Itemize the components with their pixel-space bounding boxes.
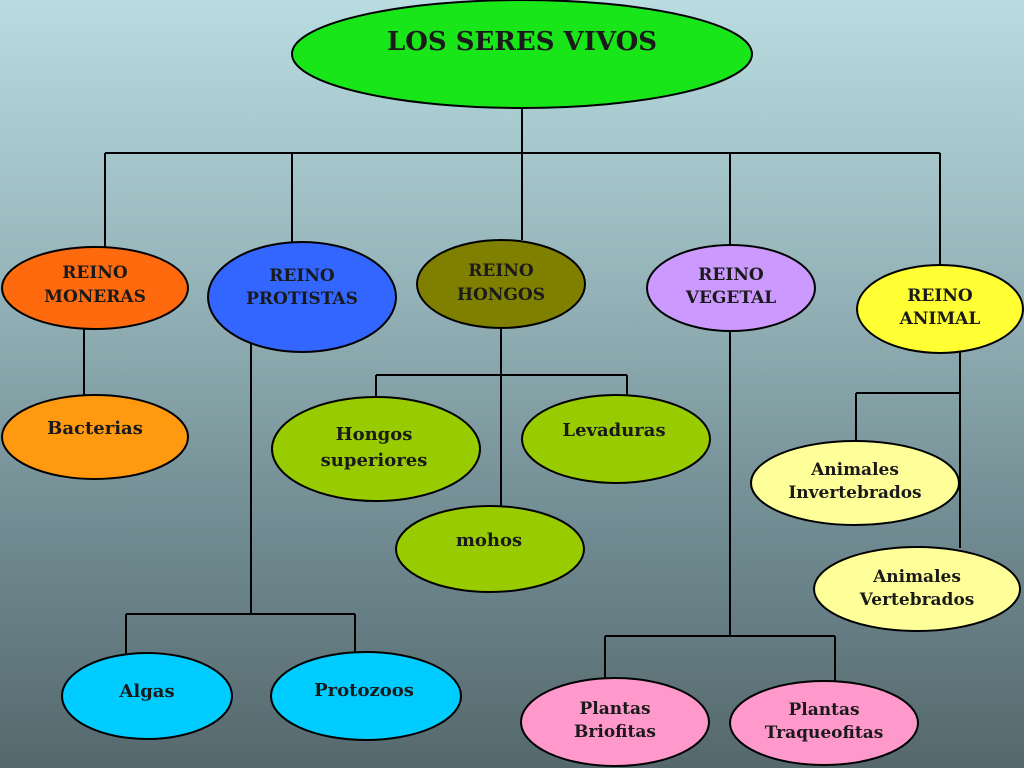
node-plantas-traqueofitas: Plantas Traqueofitas <box>729 680 919 766</box>
node-hongos-superiores-line1: Hongos <box>336 424 413 445</box>
root-ellipse <box>291 0 753 109</box>
kingdom-vegetal: REINO VEGETAL <box>646 244 816 332</box>
kingdom-moneras: REINO MONERAS <box>1 246 189 330</box>
kingdom-vegetal-line1: REINO <box>698 265 764 285</box>
node-plantas-briofitas: Plantas Briofitas <box>520 677 710 767</box>
node-hongos-superiores-line2: superiores <box>321 450 428 471</box>
node-algas-line1: Algas <box>118 681 174 702</box>
node-plantas-briofitas-line2: Briofitas <box>574 722 656 742</box>
kingdom-animal-ellipse <box>856 264 1024 354</box>
kingdom-animal-line1: REINO <box>907 286 973 306</box>
node-protozoos-ellipse <box>270 651 462 741</box>
kingdom-protistas-line2: PROTISTAS <box>246 289 358 309</box>
root-node: LOS SERES VIVOS <box>291 0 753 109</box>
node-plantas-traqueofitas-ellipse <box>729 680 919 766</box>
node-animales-invertebrados-ellipse <box>750 440 960 526</box>
kingdom-protistas-line1: REINO <box>269 266 335 286</box>
kingdom-animal-line2: ANIMAL <box>899 309 981 329</box>
kingdom-moneras-line2: MONERAS <box>44 287 146 307</box>
kingdom-hongos: REINO HONGOS <box>416 239 586 329</box>
node-hongos-superiores: Hongos superiores <box>271 396 481 502</box>
kingdom-protistas: REINO PROTISTAS <box>207 241 397 353</box>
node-bacterias-line1: Bacterias <box>47 418 143 439</box>
node-plantas-briofitas-line1: Plantas <box>579 699 650 719</box>
root-label: LOS SERES VIVOS <box>387 27 657 57</box>
node-levaduras: Levaduras <box>521 394 711 484</box>
node-plantas-briofitas-ellipse <box>520 677 710 767</box>
kingdom-animal: REINO ANIMAL <box>856 264 1024 354</box>
node-algas: Algas <box>61 652 233 740</box>
node-algas-ellipse <box>61 652 233 740</box>
node-mohos: mohos <box>395 505 585 593</box>
kingdom-hongos-line2: HONGOS <box>457 285 545 305</box>
node-plantas-traqueofitas-line2: Traqueofitas <box>765 723 884 743</box>
kingdom-moneras-line1: REINO <box>62 263 128 283</box>
node-plantas-traqueofitas-line1: Plantas <box>788 700 859 720</box>
node-animales-vertebrados-line1: Animales <box>872 567 961 587</box>
node-bacterias: Bacterias <box>1 394 189 480</box>
kingdom-vegetal-line2: VEGETAL <box>685 288 777 308</box>
node-animales-vertebrados-line2: Vertebrados <box>859 590 975 610</box>
node-bacterias-ellipse <box>1 394 189 480</box>
node-mohos-line1: mohos <box>456 530 522 551</box>
kingdom-vegetal-ellipse <box>646 244 816 332</box>
kingdom-hongos-ellipse <box>416 239 586 329</box>
node-levaduras-line1: Levaduras <box>562 420 665 441</box>
node-animales-invertebrados-line1: Animales <box>810 460 899 480</box>
node-animales-invertebrados-line2: Invertebrados <box>788 483 921 503</box>
node-protozoos: Protozoos <box>270 651 462 741</box>
node-hongos-superiores-ellipse <box>271 396 481 502</box>
connectors <box>83 108 961 682</box>
node-mohos-ellipse <box>395 505 585 593</box>
node-levaduras-ellipse <box>521 394 711 484</box>
kingdom-hongos-line1: REINO <box>468 261 534 281</box>
node-animales-vertebrados-ellipse <box>813 546 1021 632</box>
kingdom-moneras-ellipse <box>1 246 189 330</box>
node-animales-vertebrados: Animales Vertebrados <box>813 546 1021 632</box>
node-protozoos-line1: Protozoos <box>314 680 414 701</box>
node-animales-invertebrados: Animales Invertebrados <box>750 440 960 526</box>
kingdom-protistas-ellipse <box>207 241 397 353</box>
